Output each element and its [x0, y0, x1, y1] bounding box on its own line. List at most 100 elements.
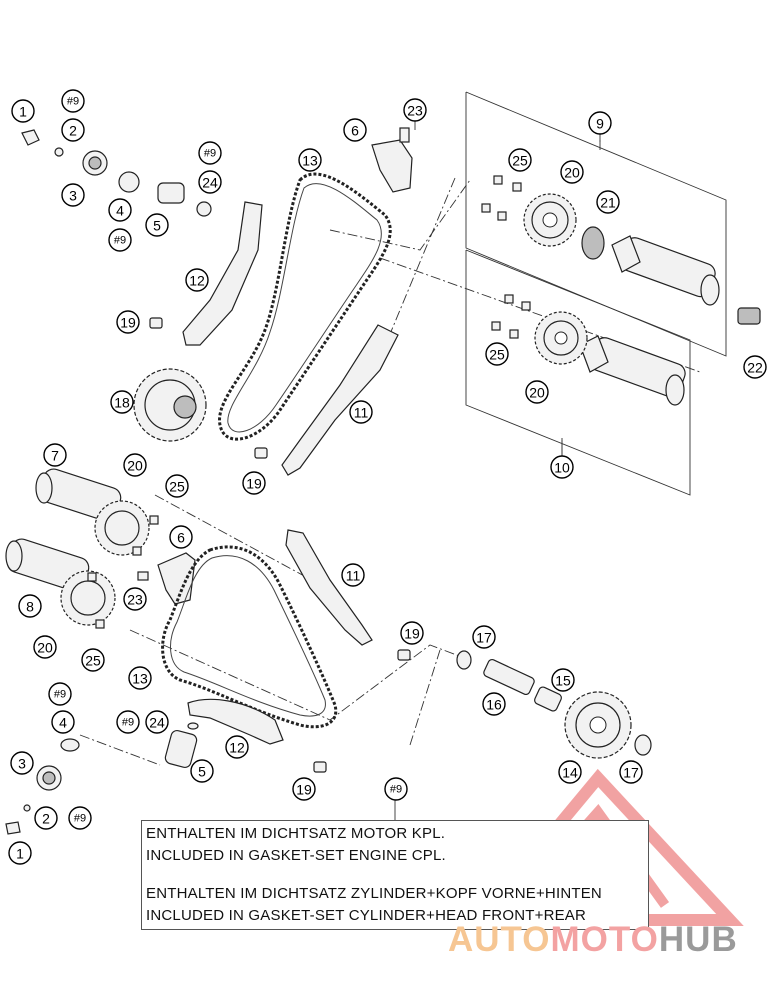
note-line-1: ENTHALTEN IM DICHTSATZ MOTOR KPL.	[146, 825, 446, 842]
callout-label: 1	[19, 104, 27, 120]
callout-c17a: 17	[472, 625, 496, 649]
callout-label: 23	[407, 103, 423, 119]
callout-label: 20	[127, 458, 143, 474]
callout-label: 14	[562, 765, 578, 781]
callout-c9g: #9	[384, 777, 408, 801]
camshaft-lower-front	[35, 468, 159, 556]
callout-label: 9	[596, 116, 604, 132]
callout-c19a: 19	[116, 310, 140, 334]
callout-label: 20	[529, 385, 545, 401]
guide-rail-right-bottom	[285, 529, 373, 646]
callout-c19c: 19	[400, 621, 424, 645]
callout-c24a: 24	[198, 170, 222, 194]
note-line-4: INCLUDED IN GASKET-SET CYLINDER+HEAD FRO…	[146, 907, 587, 924]
chain-tensioner-top	[371, 127, 413, 193]
small-parts-top-left	[21, 129, 212, 217]
callout-label: 20	[37, 640, 53, 656]
callout-c20a: 20	[560, 160, 584, 184]
callout-label: 19	[404, 626, 420, 642]
callout-label: 22	[747, 360, 763, 376]
callout-label: #9	[74, 813, 86, 825]
callout-label: 25	[512, 153, 528, 169]
callout-label: #9	[54, 689, 66, 701]
callout-c8: 8	[18, 594, 42, 618]
callout-label: #9	[122, 717, 134, 729]
callout-c19b: 19	[242, 471, 266, 495]
callout-c17b: 17	[619, 760, 643, 784]
callout-label: 19	[296, 782, 312, 798]
gasket-set-note-box	[141, 820, 649, 930]
guide-rail-right-top	[281, 324, 399, 476]
callout-c23a: 23	[403, 98, 427, 122]
callout-c25d: 25	[81, 648, 105, 672]
guide-rail-top	[182, 201, 263, 346]
callout-label: 24	[202, 175, 218, 191]
callout-label: 12	[229, 740, 245, 756]
bolts-top	[481, 175, 522, 221]
callout-c9a: #9	[61, 89, 85, 113]
callout-c5a: 5	[145, 213, 169, 237]
callout-label: 5	[198, 764, 206, 780]
callout-label: 25	[169, 479, 185, 495]
callout-c2b: 2	[34, 806, 58, 830]
note-line-3: ENTHALTEN IM DICHTSATZ ZYLINDER+KOPF VOR…	[146, 885, 602, 902]
callout-c11b: 11	[341, 563, 365, 587]
callout-label: 8	[26, 599, 34, 615]
callout-label: 17	[623, 765, 639, 781]
callout-label: 11	[346, 568, 361, 584]
callout-c6b: 6	[169, 525, 193, 549]
callout-label: 17	[476, 630, 492, 646]
callout-label: 25	[489, 347, 505, 363]
camshaft-lower-rear	[5, 538, 116, 629]
callout-label: 1	[16, 846, 24, 862]
callout-label: #9	[204, 148, 216, 160]
callout-c20d: 20	[33, 635, 57, 659]
callout-label: 7	[51, 448, 59, 464]
cam-sprocket-top	[523, 193, 577, 247]
callout-c13a: 13	[298, 148, 322, 172]
callout-label: 12	[189, 273, 205, 289]
callout-label: 21	[600, 195, 616, 211]
note-line-2: INCLUDED IN GASKET-SET ENGINE CPL.	[146, 847, 446, 864]
camshaft-exhaust-part	[611, 235, 761, 325]
callout-c14: 14	[558, 760, 582, 784]
callout-label: 10	[554, 460, 570, 476]
callout-label: 2	[42, 811, 50, 827]
callout-c13b: 13	[128, 666, 152, 690]
callout-c18: 18	[110, 390, 134, 414]
callout-c24b: 24	[145, 710, 169, 734]
callout-c22: 22	[743, 355, 767, 379]
callout-c11a: 11	[349, 400, 373, 424]
small-parts-bottom-left	[5, 722, 199, 835]
callout-label: 6	[177, 530, 185, 546]
callout-c4b: 4	[51, 710, 75, 734]
callout-c9c: #9	[198, 141, 222, 165]
idler-shaft-parts	[456, 650, 652, 759]
callout-c3a: 3	[61, 183, 85, 207]
callout-c9b: #9	[108, 228, 132, 252]
callout-c9d: #9	[48, 682, 72, 706]
chain-tensioner-bottom	[137, 552, 196, 605]
callout-label: 19	[120, 315, 136, 331]
callout-c21: 21	[596, 190, 620, 214]
callout-label: 3	[69, 188, 77, 204]
callout-label: #9	[67, 96, 79, 108]
callout-c2a: 2	[61, 118, 85, 142]
callout-c25c: 25	[165, 474, 189, 498]
callout-c9f: #9	[68, 806, 92, 830]
callout-label: 20	[564, 165, 580, 181]
callout-c9e: #9	[116, 710, 140, 734]
callout-label: 11	[354, 405, 369, 421]
watermark-text: AUTOMOTOHUB	[448, 920, 738, 960]
callout-c6a: 6	[343, 118, 367, 142]
callout-label: 24	[149, 715, 165, 731]
watermark-hub: HUB	[658, 920, 738, 959]
callout-label: 13	[132, 671, 148, 687]
center-lines-bottom	[79, 494, 471, 766]
timing-chain-bottom	[161, 545, 338, 729]
callout-label: 5	[153, 218, 161, 234]
callout-c3b: 3	[10, 751, 34, 775]
callout-c20b: 20	[525, 380, 549, 404]
callout-labels: 1#9234#95#924236139252021121918111925202…	[8, 89, 767, 865]
